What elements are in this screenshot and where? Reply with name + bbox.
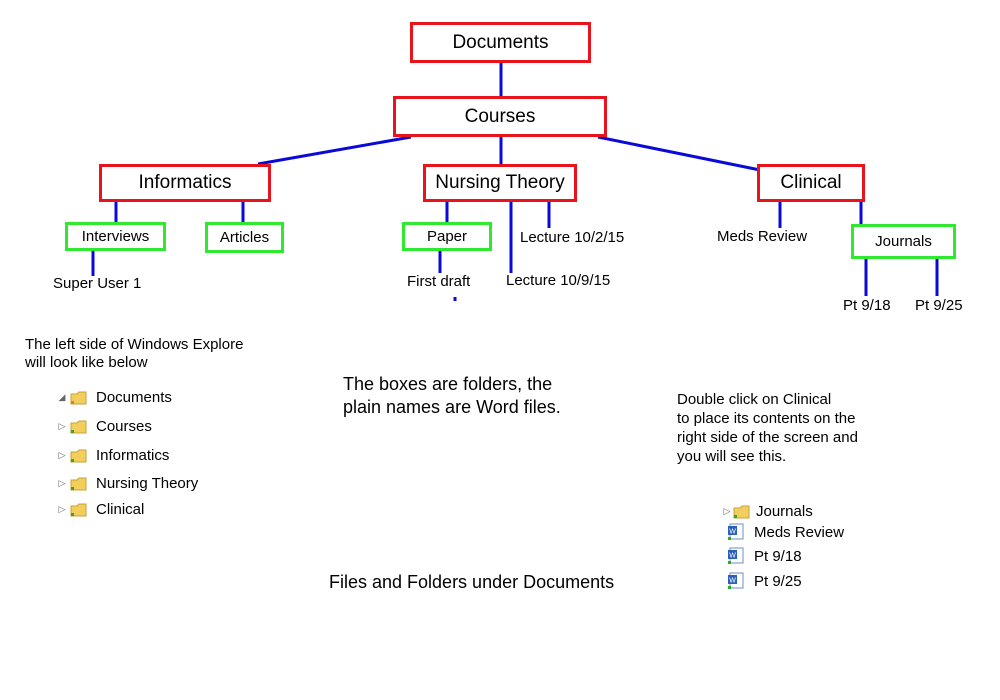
svg-text:W: W bbox=[729, 578, 736, 585]
folder-informatics: Informatics bbox=[99, 164, 271, 202]
folder-clinical: Clinical bbox=[757, 164, 865, 202]
tree-item-label: Documents bbox=[96, 389, 172, 406]
tree-item-label: Courses bbox=[96, 418, 152, 435]
list-item-label: Pt 9/18 bbox=[754, 547, 802, 565]
note-right: Double click on Clinical to place its co… bbox=[677, 390, 858, 466]
word-doc-icon: W bbox=[728, 572, 744, 589]
collapsed-triangle-icon[interactable]: ▷ bbox=[58, 450, 66, 460]
file-first-draft: First draft bbox=[407, 273, 471, 290]
note-right-line4: you will see this. bbox=[677, 448, 787, 465]
list-item-journals[interactable]: ▷ Journals bbox=[722, 503, 813, 520]
note-right-line2: to place its contents on the bbox=[677, 410, 856, 427]
expanded-triangle-icon[interactable]: ◢ bbox=[58, 392, 66, 402]
folder-documents: Documents bbox=[410, 22, 591, 63]
collapsed-triangle-icon[interactable]: ▷ bbox=[723, 506, 731, 516]
tree-item-informatics[interactable]: ▷ Informatics bbox=[57, 447, 170, 464]
file-lecture-10-9-15: Lecture 10/9/15 bbox=[506, 272, 611, 289]
tree-item-label: Informatics bbox=[96, 447, 170, 464]
word-doc-icon: W bbox=[728, 547, 744, 564]
file-pt-9-18: Pt 9/18 bbox=[843, 297, 891, 314]
file-pt-9-25: Pt 9/25 bbox=[915, 297, 963, 314]
file-super-user-1: Super User 1 bbox=[53, 275, 142, 292]
word-doc-icon: W bbox=[728, 523, 744, 540]
folder-journals: Journals bbox=[851, 224, 956, 259]
folder-nursing-theory: Nursing Theory bbox=[423, 164, 577, 202]
tree-item-courses[interactable]: ▷ Courses bbox=[57, 418, 152, 435]
folder-icon bbox=[70, 420, 87, 433]
file-lecture-10-2-15: Lecture 10/2/15 bbox=[520, 229, 625, 246]
svg-text:W: W bbox=[729, 553, 736, 560]
file-meds-review: Meds Review bbox=[717, 228, 808, 245]
folder-icon bbox=[70, 449, 87, 462]
tree-item-clinical[interactable]: ▷ Clinical bbox=[57, 501, 145, 518]
note-right-line1: Double click on Clinical bbox=[677, 391, 832, 408]
caption: Files and Folders under Documents bbox=[329, 572, 615, 592]
tree-item-label: Nursing Theory bbox=[96, 475, 199, 492]
collapsed-triangle-icon[interactable]: ▷ bbox=[58, 478, 66, 488]
note-left: The left side of Windows Explore will lo… bbox=[25, 336, 243, 372]
folder-icon bbox=[70, 477, 87, 490]
note-center: The boxes are folders, the plain names a… bbox=[343, 373, 561, 419]
folder-paper: Paper bbox=[402, 222, 492, 251]
note-center-line2: plain names are Word files. bbox=[343, 397, 561, 417]
connector-courses-informatics bbox=[257, 135, 412, 166]
tree-item-nursing-theory[interactable]: ▷ Nursing Theory bbox=[57, 475, 199, 492]
list-item-label: Meds Review bbox=[754, 523, 845, 541]
folder-articles: Articles bbox=[205, 222, 284, 253]
folder-icon bbox=[70, 503, 87, 516]
list-item-meds-review[interactable]: W Meds Review bbox=[727, 523, 844, 541]
folder-icon bbox=[70, 391, 87, 404]
note-left-line2: will look like below bbox=[25, 354, 148, 371]
folder-icon bbox=[733, 505, 750, 518]
list-item-pt-9-25[interactable]: W Pt 9/25 bbox=[727, 572, 802, 590]
folder-courses: Courses bbox=[393, 96, 607, 137]
tree-item-documents[interactable]: ◢ Documents bbox=[57, 389, 172, 406]
svg-text:W: W bbox=[729, 529, 736, 536]
list-item-label: Journals bbox=[756, 503, 813, 520]
connector-courses-clinical bbox=[597, 135, 761, 172]
folder-interviews: Interviews bbox=[65, 222, 166, 251]
note-left-line1: The left side of Windows Explore bbox=[25, 336, 244, 353]
list-item-pt-9-18[interactable]: W Pt 9/18 bbox=[727, 547, 802, 565]
tree-item-label: Clinical bbox=[96, 501, 145, 518]
collapsed-triangle-icon[interactable]: ▷ bbox=[58, 421, 66, 431]
list-item-label: Pt 9/25 bbox=[754, 572, 802, 590]
note-center-line1: The boxes are folders, the bbox=[343, 374, 553, 394]
collapsed-triangle-icon[interactable]: ▷ bbox=[58, 504, 66, 514]
note-right-line3: right side of the screen and bbox=[677, 429, 858, 446]
